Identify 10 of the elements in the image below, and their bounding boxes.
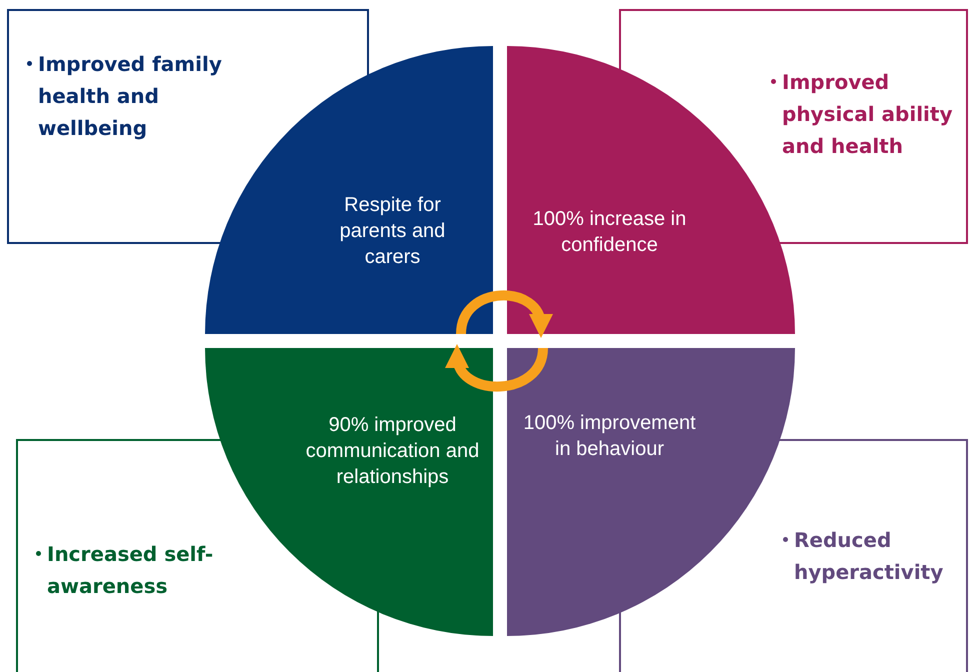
segment-text: 90% improved communication and relationships [304, 413, 480, 490]
outcome-text: Improved family health and wellbeing [38, 52, 222, 140]
segment-text: 100% improvement in behaviour [522, 411, 697, 462]
cycle-arrow [456, 290, 551, 338]
cycle-arrow [447, 344, 548, 392]
outcome-text: Increased self-awareness [47, 542, 214, 598]
segment-text: Respite for parents and carers [338, 193, 446, 270]
segment-text: 100% increase in confidence [532, 207, 688, 258]
outcome-text: Reduced hyperactivity [794, 528, 944, 584]
outcome-text: Improved physical ability and health [782, 70, 952, 158]
